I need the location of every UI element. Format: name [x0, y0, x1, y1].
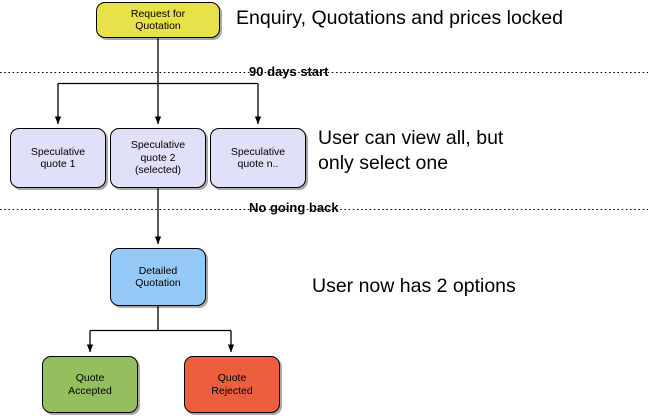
- caption-user-can-view-all: User can view all, but only select one: [318, 127, 504, 174]
- node-quote-accepted[interactable]: Quote Accepted: [42, 356, 138, 413]
- caption-user-has-2-options: User now has 2 options: [312, 275, 516, 297]
- node-speculative-quote-1[interactable]: Speculative quote 1: [10, 128, 106, 188]
- divider-label-90-days-start: 90 days start: [249, 64, 329, 79]
- node-detailed-quotation[interactable]: Detailed Quotation: [110, 248, 206, 306]
- node-request-for-quotation[interactable]: Request for Quotation: [96, 2, 220, 38]
- divider-label-no-going-back: No going back: [249, 200, 339, 215]
- node-quote-rejected[interactable]: Quote Rejected: [184, 356, 280, 413]
- caption-enquiry-prices-locked: Enquiry, Quotations and prices locked: [236, 7, 563, 29]
- node-speculative-quote-2-selected[interactable]: Speculative quote 2 (selected): [110, 128, 206, 188]
- node-speculative-quote-n[interactable]: Speculative quote n..: [210, 128, 306, 188]
